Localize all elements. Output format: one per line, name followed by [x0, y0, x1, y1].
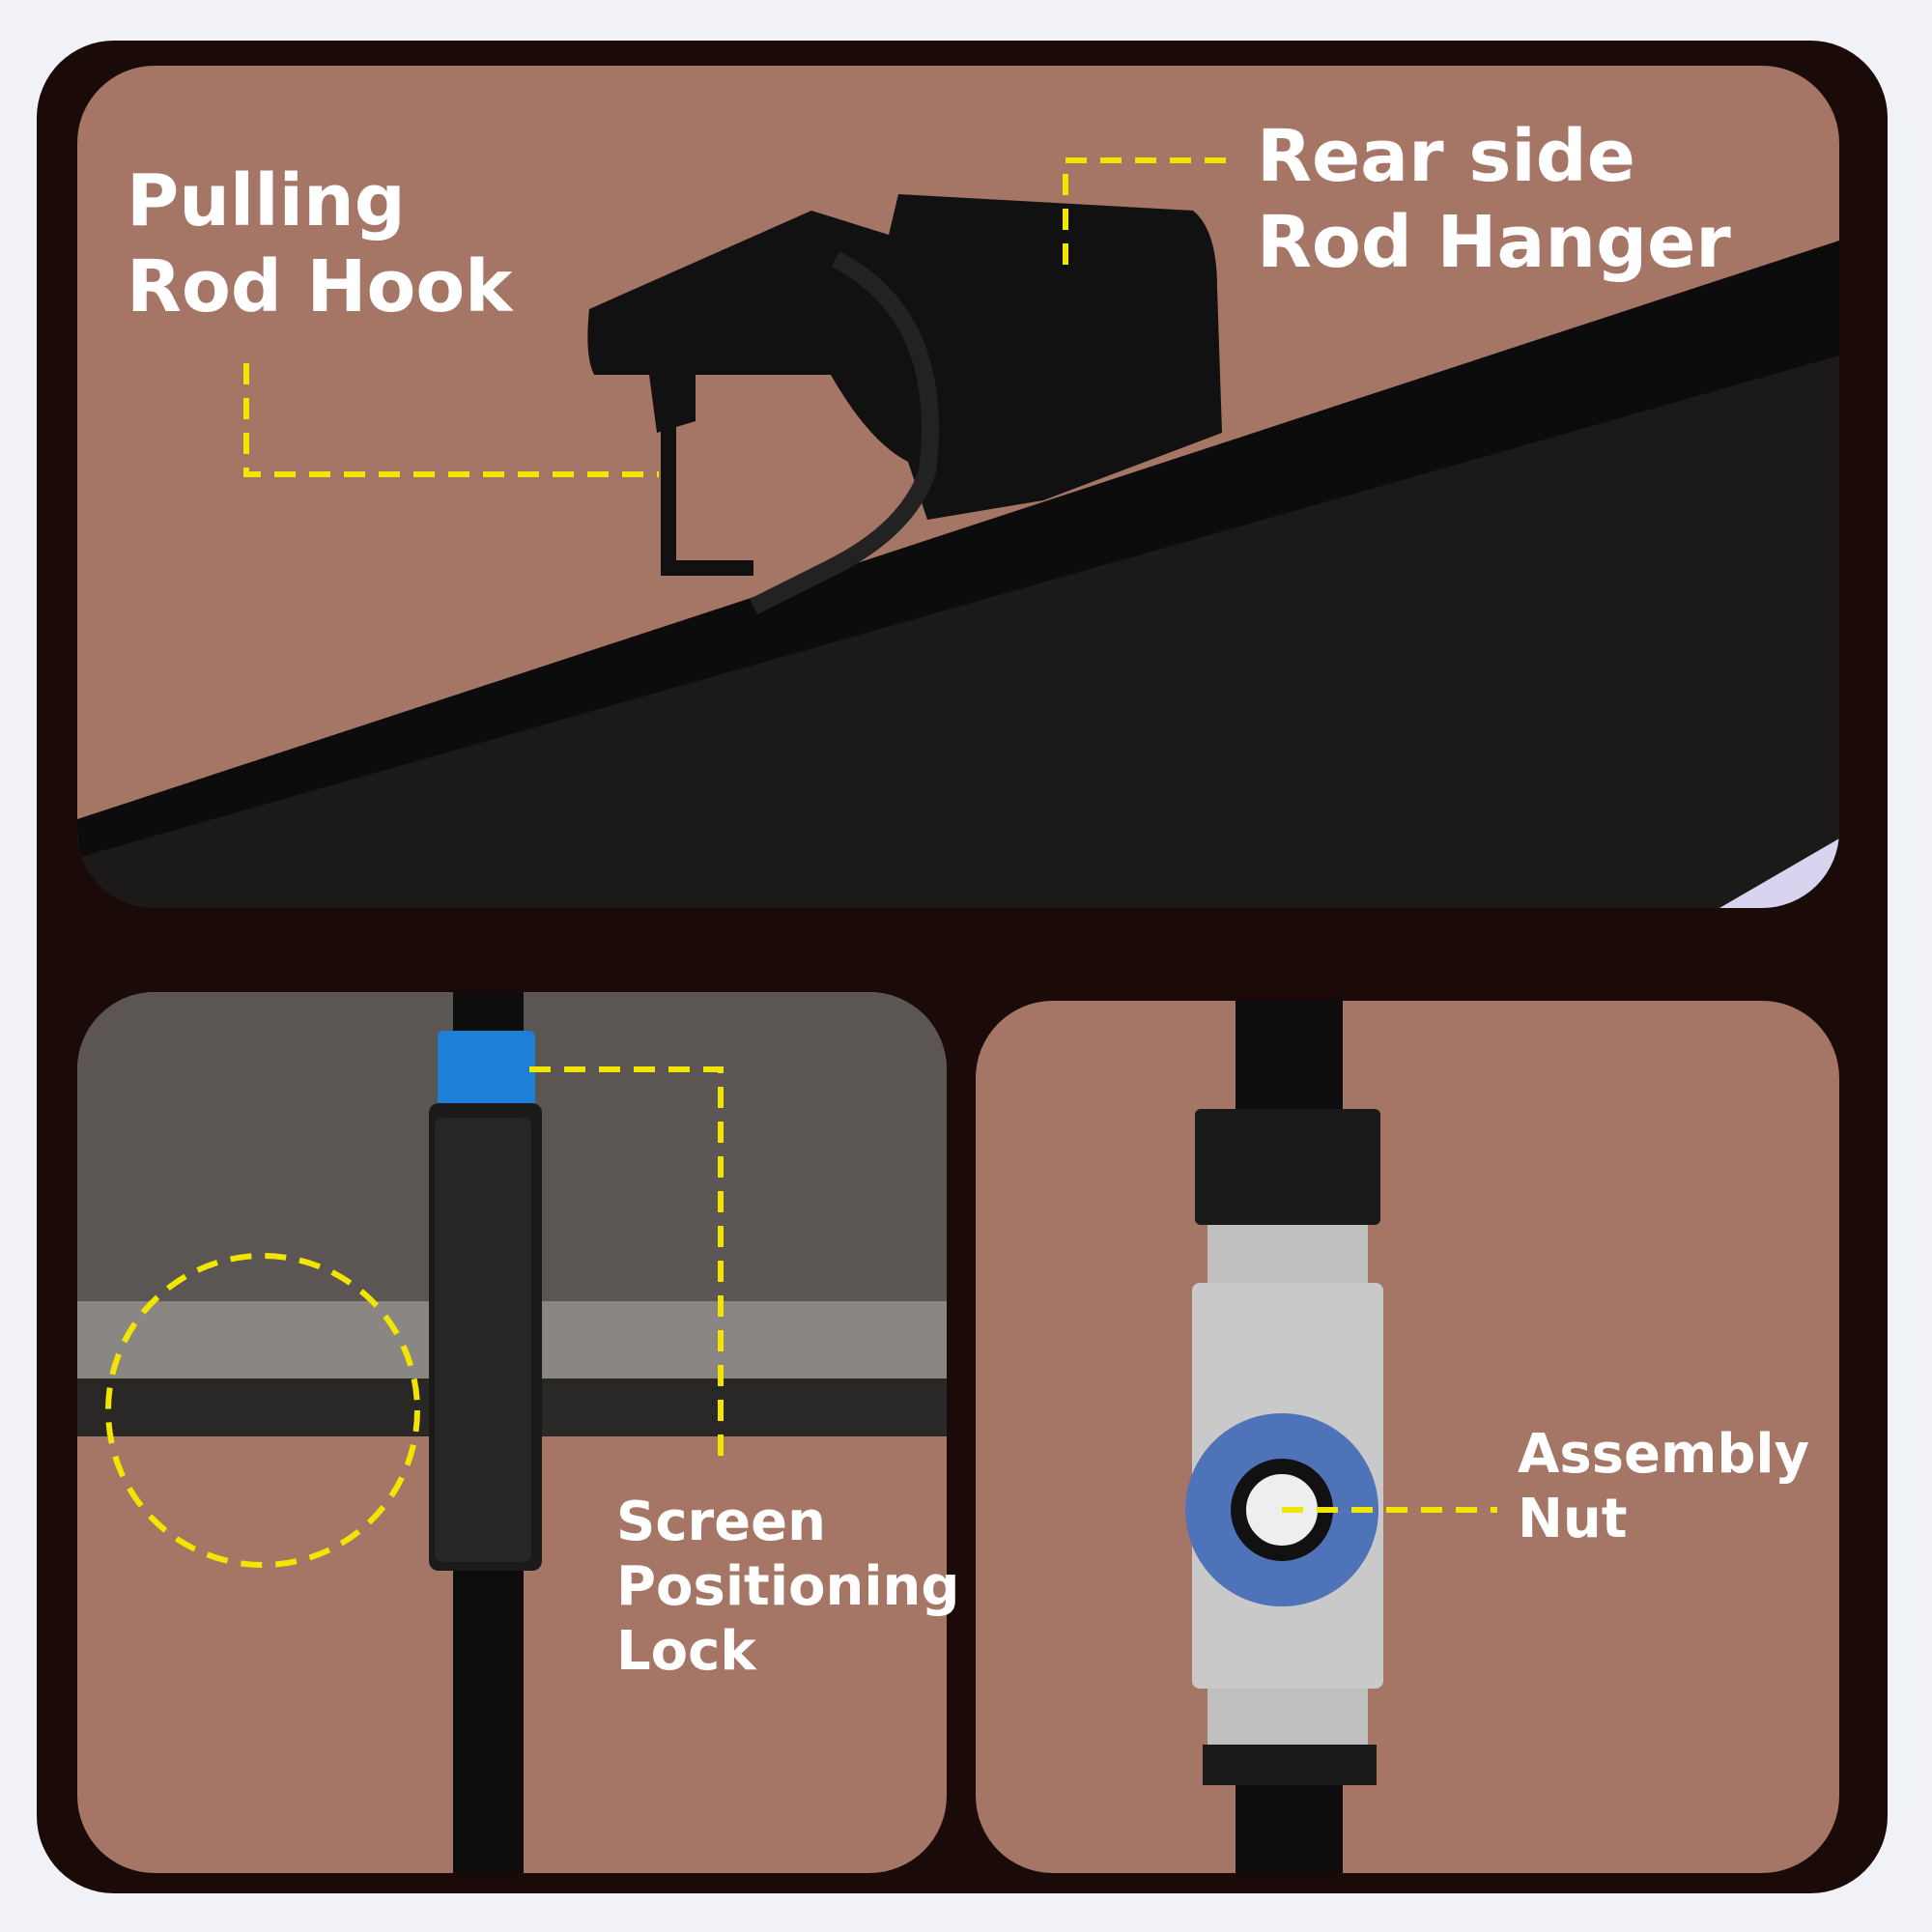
label-rear-side-rod-hanger: Rear side Rod Hanger: [1257, 115, 1731, 284]
label-pulling-rod-hook: Pulling Rod Hook: [127, 159, 513, 328]
panel-rod-hanger: [77, 66, 1839, 908]
assembly-nut-photo: [1185, 1001, 1383, 1873]
panel-positioning-lock: [77, 992, 947, 1873]
lock-leader: [529, 1066, 724, 1460]
pulling-rod-hook-leader: [243, 363, 659, 477]
rod-hanger-photo: [77, 194, 1839, 908]
panel-assembly-nut: [976, 1001, 1839, 1873]
rear-hanger-leader: [1063, 157, 1232, 265]
label-screen-positioning-lock: Screen Positioning Lock: [616, 1491, 960, 1684]
label-assembly-nut: Assembly Nut: [1518, 1423, 1810, 1551]
lock-detail-circle: [105, 1253, 420, 1568]
positioning-lock-photo: [77, 992, 947, 1873]
